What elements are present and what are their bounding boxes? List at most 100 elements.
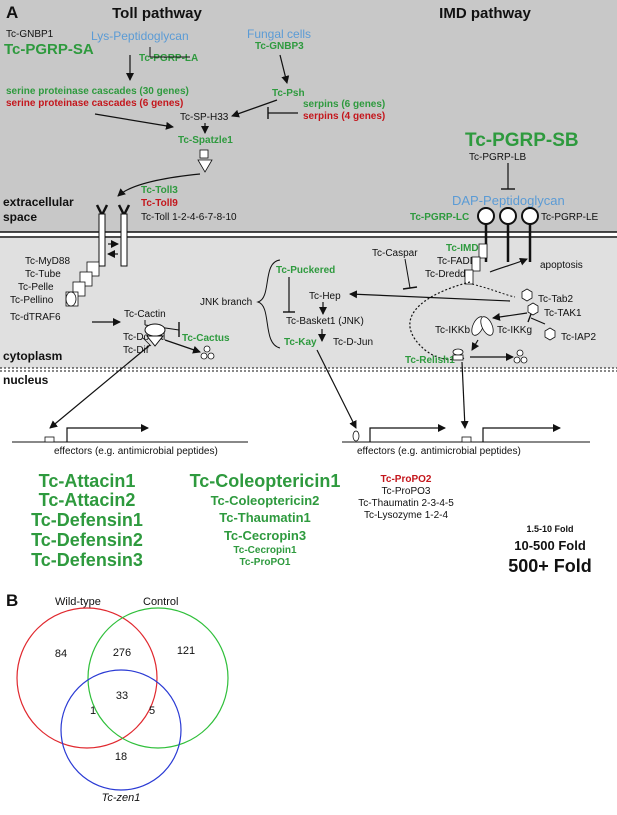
fungal-cells-label: Fungal cells <box>247 27 311 41</box>
imd-promoter-box <box>461 436 472 443</box>
imd-pathway-title: IMD pathway <box>439 5 531 22</box>
panel-a-label: A <box>6 3 18 22</box>
gene-propo1: Tc-ProPO1 <box>240 557 291 568</box>
pgrp-la-label: Tc-PGRP-LA <box>139 53 198 64</box>
ikkg-label: Tc-IKKg <box>497 325 532 336</box>
dif-label: Tc-Dif <box>123 345 149 356</box>
gene-thaumatin1: Tc-Thaumatin1 <box>219 510 311 525</box>
iap2-icon <box>544 327 556 341</box>
myd88-complex-icon <box>65 261 100 307</box>
toll3-label: Tc-Toll3 <box>141 185 178 196</box>
fungal-arrow <box>279 54 290 84</box>
jnk-transcription-arrow <box>369 424 446 442</box>
gene-propo2: Tc-ProPO2 <box>381 474 432 485</box>
basket-label: Tc-Basket1 (JNK) <box>286 316 364 327</box>
venn-set-control-label: Control <box>143 596 178 608</box>
toll-promoter-box <box>44 436 55 443</box>
serpins-green-label: serpins (6 genes) <box>303 99 385 110</box>
nfkb-complex-icon <box>142 323 166 347</box>
toll-receptor-icon <box>95 204 131 267</box>
tak1-to-ikk-arrow <box>492 312 528 321</box>
puckered-label: Tc-Puckered <box>276 265 335 276</box>
nucleus-label: nucleus <box>3 373 49 387</box>
caspar-inhibit-line <box>404 258 411 289</box>
caspar-label: Tc-Caspar <box>372 248 418 259</box>
tab2-label: Tc-Tab2 <box>538 294 573 305</box>
cactin-label: Tc-Cactin <box>124 309 166 320</box>
extracellular-label: extracellular <box>3 195 74 209</box>
effectors-left-label: effectors (e.g. antimicrobial peptides) <box>54 446 218 457</box>
spatzle-ligand-shape <box>197 159 213 173</box>
tab2-tak1-icon <box>521 288 539 316</box>
sp-h33-label: Tc-SP-H33 <box>180 112 229 123</box>
gene-cecropin3: Tc-Cecropin3 <box>224 528 306 543</box>
spc-arrow <box>94 113 174 130</box>
dtraf6-label: Tc-dTRAF6 <box>10 312 61 323</box>
relish-label: Tc-Relish1 <box>405 355 455 366</box>
pgrp-sb-label: Tc-PGRP-SB <box>465 130 579 151</box>
toll-other-label: Tc-Toll 1-2-4-6-7-8-10 <box>141 212 237 223</box>
spatzle-label: Tc-Spatzle1 <box>178 135 233 146</box>
psh-arrow <box>231 99 278 118</box>
cactus-degradation-arrow <box>164 339 201 354</box>
venn-count-all: 33 <box>116 690 128 702</box>
jnk-nuclear-arrow <box>316 349 357 429</box>
pgrp-lc-label: Tc-PGRP-LC <box>410 212 469 223</box>
pgrp-le-label: Tc-PGRP-LE <box>541 212 599 223</box>
gene-coleoptericin2: Tc-Coleoptericin2 <box>211 493 320 508</box>
dorsal-label: Tc-Dorsal <box>123 332 165 343</box>
venn-count-control-only: 121 <box>177 645 195 657</box>
extracellular-region <box>0 0 617 232</box>
spatzle-to-toll-arrow <box>117 173 201 197</box>
tak1-label: Tc-TAK1 <box>544 308 582 319</box>
gene-cecropin1: Tc-Cecropin1 <box>233 545 297 556</box>
gene-defensin3: Tc-Defensin3 <box>31 550 143 570</box>
gene-lysozyme-124: Tc-Lysozyme 1-2-4 <box>364 510 449 521</box>
gene-attacin1: Tc-Attacin1 <box>39 471 136 491</box>
caspar-inhibit-bar <box>402 286 418 290</box>
toll9-label: Tc-Toll9 <box>141 198 178 209</box>
venn-count-wt-control: 276 <box>113 647 131 659</box>
venn-count-wt-zen: 1 <box>90 705 96 717</box>
apoptosis-label: apoptosis <box>540 260 583 271</box>
gene-attacin2: Tc-Attacin2 <box>39 490 136 510</box>
imd-label: Tc-IMD <box>446 243 479 254</box>
gene-defensin2: Tc-Defensin2 <box>31 530 143 550</box>
venn-set-zen1-label: Tc-zen1 <box>102 792 141 804</box>
relish-fragments-icon <box>513 349 528 364</box>
venn-circle-zen1 <box>60 669 182 791</box>
ikk-to-relish-arrow <box>471 339 480 351</box>
venn-count-wt-only: 84 <box>55 648 67 660</box>
jnk-branch-label: JNK branch <box>200 297 252 308</box>
hep-label: Tc-Hep <box>309 291 341 302</box>
tak1-to-hep-arrow <box>349 290 511 302</box>
pgrp-sa-label: Tc-PGRP-SA <box>4 41 94 58</box>
psh-label: Tc-Psh <box>272 88 305 99</box>
ikkb-label: Tc-IKKb <box>435 325 470 336</box>
pellino-label: Tc-Pellino <box>10 295 54 306</box>
gnbp1-label: Tc-GNBP1 <box>6 29 54 40</box>
djun-label: Tc-D-Jun <box>333 337 373 348</box>
dredd-label: Tc-Dredd <box>425 269 466 280</box>
lys-peptidoglycan-label: Lys-Peptidoglycan <box>91 29 189 43</box>
gene-defensin1: Tc-Defensin1 <box>31 510 143 530</box>
cytoplasm-region <box>0 238 617 368</box>
toll-nuclear-arrow <box>49 344 151 429</box>
cactus-label: Tc-Cactus <box>182 333 230 344</box>
fold-legend-high: 500+ Fold <box>508 556 592 576</box>
imd-transcription-arrow <box>482 424 561 442</box>
gene-thaumatin-2345: Tc-Thaumatin 2-3-4-5 <box>358 498 454 509</box>
imd-tak1-dotted <box>471 283 516 298</box>
toll-pathway-title: Toll pathway <box>112 5 202 22</box>
cytoplasm-label: cytoplasm <box>3 349 62 363</box>
kay-label: Tc-Kay <box>284 337 317 348</box>
venn-circle-control <box>87 607 229 749</box>
toll-transcription-arrow <box>66 424 149 442</box>
relish-nuclear-arrow <box>460 361 469 429</box>
imd-complex-icon <box>464 243 488 285</box>
spc-red-label: serine proteinase cascades (6 genes) <box>6 98 183 109</box>
dredd-relish-cleavage-dotted <box>409 281 471 361</box>
apoptosis-arrow <box>489 257 528 273</box>
gene-propo3: Tc-ProPO3 <box>382 486 431 497</box>
